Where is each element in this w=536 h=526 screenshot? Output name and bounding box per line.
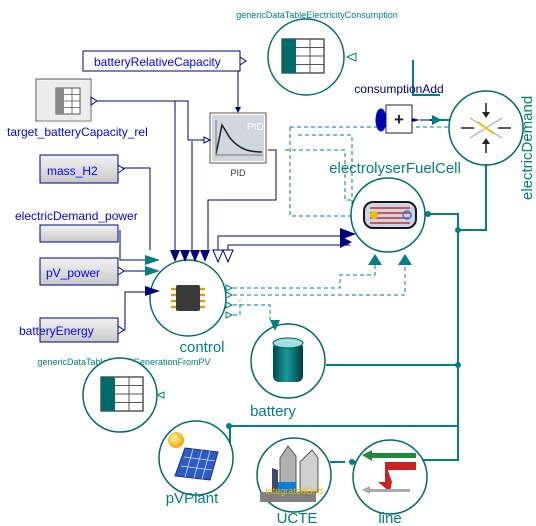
generic-consumption-block[interactable]: genericDataTableElectricityConsumption xyxy=(236,10,398,96)
integrated-grid-label: IntegratedGrid xyxy=(265,486,323,496)
plus-sign: + xyxy=(394,110,404,129)
line-label: line xyxy=(378,510,401,526)
control-right-outputs xyxy=(225,284,234,319)
control-left-inputs xyxy=(145,255,160,296)
battery-energy-block[interactable]: batteryEnergy xyxy=(19,317,125,343)
battery-relative-capacity-block[interactable]: batteryRelativeCapacity xyxy=(82,50,247,72)
wire-pid-control xyxy=(207,149,277,250)
junctions xyxy=(226,211,461,465)
pv-plant-label: pVPlant xyxy=(166,490,219,507)
wire-control-electrolyser-2 xyxy=(227,244,350,250)
pid-inner-label: PID xyxy=(247,122,264,133)
battery-energy-label: batteryEnergy xyxy=(19,324,94,338)
electrolyser-label: electrolyserFuelCell xyxy=(329,160,461,177)
control-label: control xyxy=(179,339,224,356)
control-top-inputs xyxy=(170,249,234,264)
battery-label: battery xyxy=(250,403,296,420)
wire-demand-control xyxy=(119,230,145,261)
ucte-block[interactable]: IntegratedGrid UCTE xyxy=(256,437,332,526)
pid-block[interactable]: PID PID xyxy=(203,107,267,178)
ucte-label: UCTE xyxy=(277,510,318,526)
electric-demand-block[interactable]: electricDemand xyxy=(448,90,536,200)
electrolyser-block[interactable]: electrolyserFuelCell xyxy=(329,160,461,265)
target-capacity-label: target_batteryCapacity_rel xyxy=(7,125,148,139)
mass-h2-block[interactable]: mass_H2 xyxy=(39,154,125,184)
generic-pv-block[interactable]: genericDataTablePowerGenerationFromPV xyxy=(37,357,211,433)
battery-relative-capacity-label: batteryRelativeCapacity xyxy=(94,55,221,69)
battery-block[interactable]: battery xyxy=(250,320,326,420)
generic-consumption-label: genericDataTableElectricityConsumption xyxy=(236,10,398,20)
pv-plant-block[interactable]: pVPlant xyxy=(158,420,234,507)
wire-control-electrolyser xyxy=(217,235,350,250)
wire-mass-control xyxy=(120,167,151,250)
wire-target-pid xyxy=(97,100,210,141)
pv-power-block[interactable]: pV_power xyxy=(39,257,125,286)
electric-demand-power-block[interactable]: electricDemand_power xyxy=(15,209,138,243)
wire-energy-control xyxy=(120,291,145,331)
pv-power-label: pV_power xyxy=(46,266,100,280)
pid-name-label: PID xyxy=(230,168,246,178)
electric-demand-label: electricDemand xyxy=(519,96,536,200)
target-capacity-block[interactable]: target_batteryCapacity_rel xyxy=(7,78,148,139)
consumption-add-block[interactable]: consumptionAdd + xyxy=(354,82,444,134)
mass-h2-label: mass_H2 xyxy=(47,164,98,178)
control-block[interactable]: control xyxy=(145,249,234,356)
line-block[interactable]: line xyxy=(352,439,428,526)
consumption-add-label: consumptionAdd xyxy=(354,82,443,96)
electric-demand-power-label: electricDemand_power xyxy=(15,209,138,223)
